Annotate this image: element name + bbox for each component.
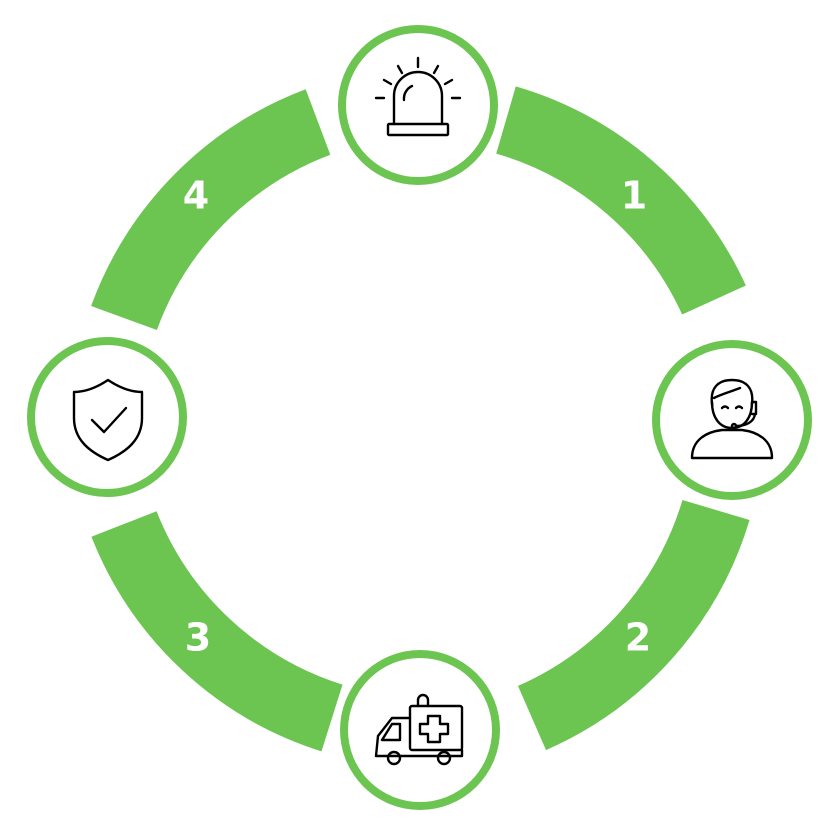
siren-icon xyxy=(374,56,462,137)
node-shield xyxy=(27,337,187,497)
node-siren xyxy=(338,25,498,185)
cycle-arcs xyxy=(91,86,750,752)
operator-headset-icon xyxy=(690,378,774,460)
arc-segment-1 xyxy=(495,86,746,315)
step-number-3: 3 xyxy=(185,616,211,660)
step-number-2: 2 xyxy=(625,616,651,660)
node-ambulance xyxy=(340,650,500,810)
node-operator xyxy=(652,340,812,500)
step-number-4: 4 xyxy=(183,174,209,218)
arc-segment-3 xyxy=(91,510,343,752)
arc-segment-2 xyxy=(517,499,750,751)
arc-segment-4 xyxy=(91,89,331,331)
ambulance-icon xyxy=(374,693,464,766)
shield-check-icon xyxy=(72,378,144,462)
step-number-1: 1 xyxy=(621,174,647,218)
